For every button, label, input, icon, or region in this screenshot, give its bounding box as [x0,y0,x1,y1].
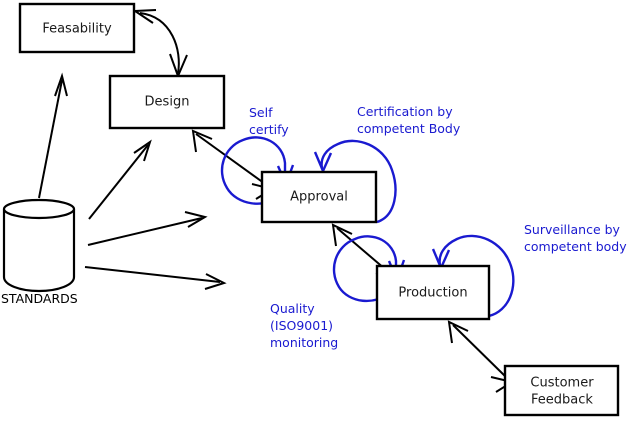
node-standards-datastore[interactable]: STANDARDS [1,198,78,306]
edge-production-customer-feedback [447,320,515,393]
edge-design-approval [191,129,275,200]
node-approval[interactable]: Approval [260,170,378,224]
annotation-certification-line2: competent Body [357,121,461,136]
annotation-surveillance-line1: Surveillance by [524,222,621,237]
node-label-production: Production [398,286,467,301]
node-production[interactable]: Production [375,264,491,321]
node-customer-feedback[interactable]: Customer Feedback [503,364,620,417]
annotation-quality-monitoring: Quality (ISO9001) monitoring [270,301,338,350]
node-design[interactable]: Design [108,74,226,130]
annotation-surveillance-competent-body: Surveillance by competent body [524,222,627,254]
edge-standards-design [88,139,152,220]
annotation-certification-competent-body: Certification by competent Body [357,104,461,136]
annotation-quality-line2: (ISO9001) [270,318,333,333]
node-label-customer-feedback-line2: Feedback [531,393,593,408]
annotation-self-certify: Self certify [249,105,289,137]
annotation-self-certify-line1: Self [249,105,273,120]
node-label-customer-feedback-line1: Customer [530,376,594,391]
node-label-approval: Approval [290,190,348,205]
annotation-quality-line3: monitoring [270,335,338,350]
node-label-feasability: Feasability [42,22,112,37]
annotation-quality-line1: Quality [270,301,315,316]
edge-standards-production [84,266,227,290]
annotation-surveillance-line2: competent body [524,239,627,254]
node-feasability[interactable]: Feasability [18,2,136,54]
edge-feasability-design [131,9,188,79]
annotation-certification-line1: Certification by [357,104,453,119]
node-label-design: Design [145,95,190,110]
edge-standards-approval [87,211,208,246]
node-label-standards: STANDARDS [1,291,78,306]
edge-standards-feasability [38,72,68,199]
annotation-self-certify-line2: certify [249,122,289,137]
